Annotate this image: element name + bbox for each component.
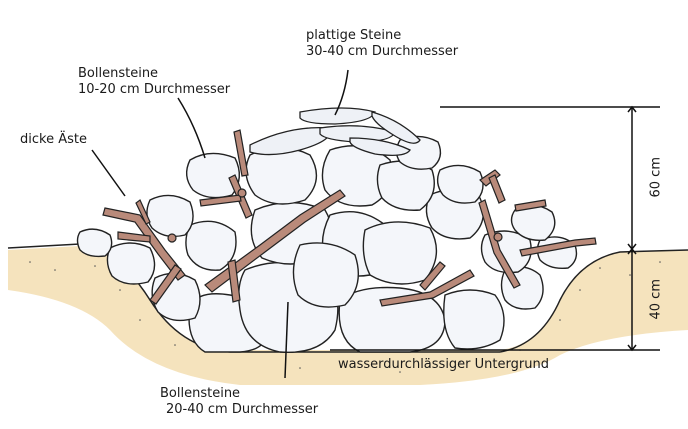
label-branches-text: dicke Äste (20, 132, 87, 148)
label-flat-stones-line1: plattige Steine (306, 28, 458, 44)
label-cobbles-small: Bollensteine 10-20 cm Durchmesser (78, 66, 230, 98)
label-cobbles-small-line1: Bollensteine (78, 66, 230, 82)
label-depth-below: 40 cm (649, 280, 664, 320)
label-subsoil-text: wasserdurchlässiger Untergrund (338, 357, 549, 373)
label-cobbles-small-line2: 10-20 cm Durchmesser (78, 82, 230, 98)
label-cobbles-large-line1: Bollensteine (160, 386, 318, 402)
label-height-above: 60 cm (649, 158, 664, 198)
leader-cobbles-small (178, 98, 205, 158)
label-subsoil: wasserdurchlässiger Untergrund (338, 357, 549, 373)
label-flat-stones: plattige Steine 30-40 cm Durchmesser (306, 28, 458, 60)
label-cobbles-large-line2: 20-40 cm Durchmesser (160, 402, 318, 418)
leader-branches (92, 150, 125, 196)
label-flat-stones-line2: 30-40 cm Durchmesser (306, 44, 458, 60)
label-branches: dicke Äste (20, 132, 87, 148)
label-cobbles-large: Bollensteine 20-40 cm Durchmesser (160, 386, 318, 418)
